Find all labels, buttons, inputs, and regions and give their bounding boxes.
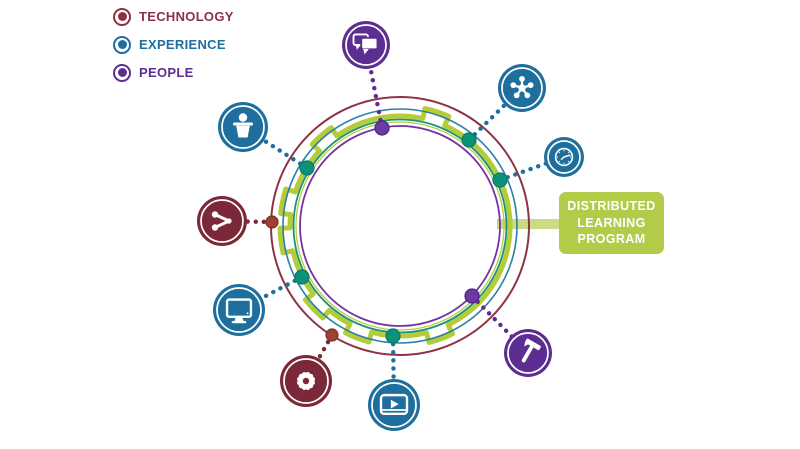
computer-node [213,284,265,336]
share-node [197,196,247,246]
computer-ring-dot [294,269,310,285]
share-ring-dot [265,215,279,229]
people-swatch-icon [113,63,131,82]
build-node [504,329,552,377]
presenter-ring-dot [299,160,315,176]
green-thin-ring [295,121,505,331]
monitor-icon [225,298,253,324]
hammer-icon [521,338,541,363]
legend-item-technology: TECHNOLOGY [113,7,234,26]
program-label-line: PROGRAM [577,232,646,247]
legend-label-technology: TECHNOLOGY [139,9,234,24]
presenter-node [218,102,268,152]
build-ring-dot [464,288,480,304]
label-connector [497,219,563,229]
legend-item-experience: EXPERIENCE [113,35,234,54]
program-label-line: DISTRIBUTED [567,199,656,214]
time-node [544,137,584,177]
people-ring [299,125,501,327]
program-gear-ring [277,106,513,345]
technology-swatch-icon [113,7,131,26]
podium-icon [233,113,253,138]
video-node [368,379,420,431]
settings-dotted-line [303,332,335,384]
clock-icon [554,147,574,167]
legend-item-people: PEOPLE [113,63,234,82]
experience-ring [282,108,518,344]
program-label-box: DISTRIBUTED LEARNING PROGRAM [559,192,664,254]
legend-label-experience: EXPERIENCE [139,37,226,52]
program-label-line: LEARNING [577,215,646,230]
network-ring-dot [461,132,477,148]
time-ring-dot [492,172,508,188]
teal-inner-ring [292,118,508,334]
share-icon [211,211,232,231]
legend: TECHNOLOGY EXPERIENCE PEOPLE [113,7,234,92]
technology-ring [270,96,530,356]
gear-icon [297,372,315,390]
network-icon [510,76,534,99]
video-player-icon [379,393,409,416]
chat-bubbles-icon [352,33,379,55]
settings-node [280,355,332,407]
network-node [498,64,546,112]
conversation-ring-dot [374,120,390,136]
experience-swatch-icon [113,35,131,54]
settings-ring-dot [325,328,339,342]
legend-label-people: PEOPLE [139,65,194,80]
video-ring-dot [385,328,401,344]
conversation-dotted-line [363,42,385,131]
conversation-node [342,21,390,69]
